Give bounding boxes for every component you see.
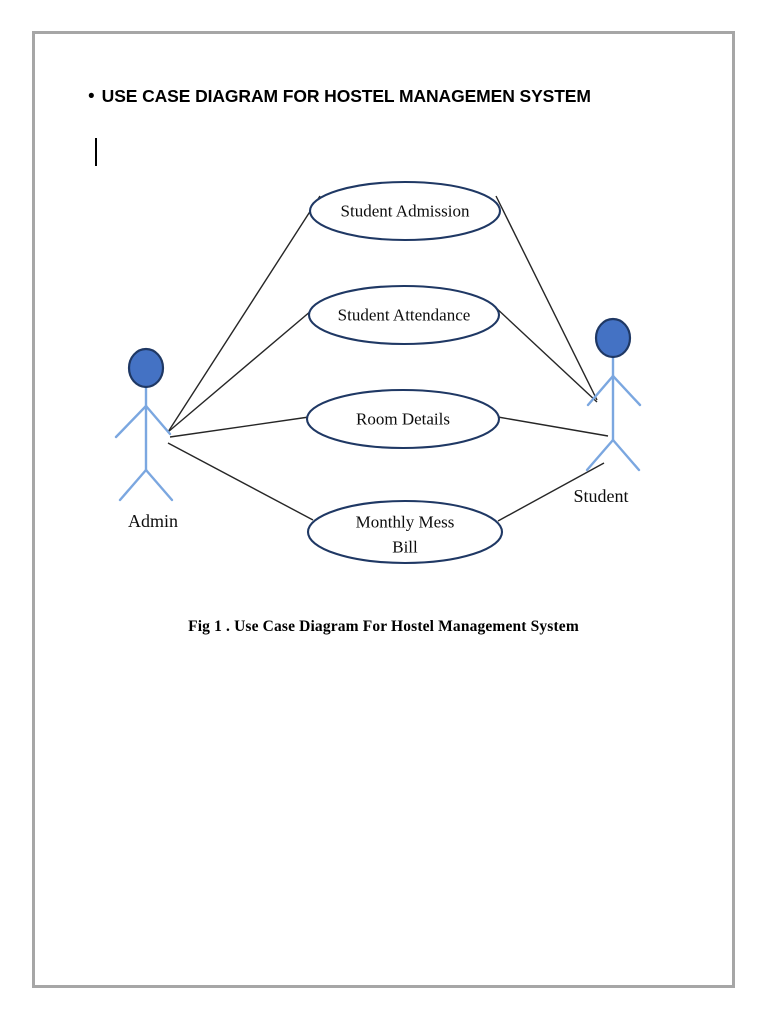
actor-student[interactable]: Student [573, 317, 642, 506]
use-case-ellipse[interactable] [308, 180, 502, 242]
actor-label: Student [573, 486, 628, 506]
actor-stick-figure-icon [585, 356, 642, 472]
use-case-ellipse[interactable] [306, 499, 504, 565]
actor-admin[interactable]: Admin [114, 347, 178, 531]
association-lines [167, 195, 609, 522]
actor-label: Admin [128, 511, 178, 531]
actor-leg-right [611, 438, 641, 472]
association-student-room-details [497, 416, 609, 437]
use-case-label: Room Details [356, 410, 450, 429]
actor-leg-left [118, 468, 148, 502]
actor-leg-left [585, 438, 615, 472]
actor-arm-left [586, 374, 615, 407]
use-case-ellipse[interactable] [307, 284, 501, 346]
association-student-student-admission [495, 195, 598, 401]
use-case-monthly-mess-bill[interactable]: Monthly Mess Bill [306, 499, 504, 565]
actor-arm-left [114, 404, 148, 439]
use-case-room-details[interactable]: Room Details [305, 388, 501, 450]
document-heading: • USE CASE DIAGRAM FOR HOSTEL MANAGEMEN … [88, 86, 688, 107]
association-student-monthly-mess-bill [497, 462, 605, 522]
use-case-label: Student Admission [341, 202, 470, 221]
association-admin-student-attendance [167, 304, 319, 433]
use-case-student-admission[interactable]: Student Admission [308, 180, 502, 242]
association-admin-student-admission [167, 195, 321, 433]
figure-caption: Fig 1 . Use Case Diagram For Hostel Mana… [188, 618, 579, 635]
actor-leg-right [144, 468, 174, 502]
use-case-label: Student Attendance [338, 306, 471, 325]
association-admin-room-details [169, 416, 310, 438]
association-student-student-attendance [493, 305, 598, 403]
actor-head-icon [127, 347, 165, 389]
use-case-label-line-2: Bill [392, 538, 418, 557]
actor-arm-right [144, 404, 172, 436]
use-case-student-attendance[interactable]: Student Attendance [307, 284, 501, 346]
actor-stick-figure-icon [114, 386, 174, 502]
actor-head-icon [594, 317, 632, 359]
actor-arm-right [611, 374, 642, 407]
association-admin-monthly-mess-bill [167, 442, 314, 521]
bullet-icon: • [88, 86, 95, 107]
text-caret [95, 138, 97, 166]
use-case-ellipse[interactable] [305, 388, 501, 450]
page-title: USE CASE DIAGRAM FOR HOSTEL MANAGEMEN SY… [101, 86, 591, 106]
use-case-label-line-1: Monthly Mess [356, 513, 455, 532]
